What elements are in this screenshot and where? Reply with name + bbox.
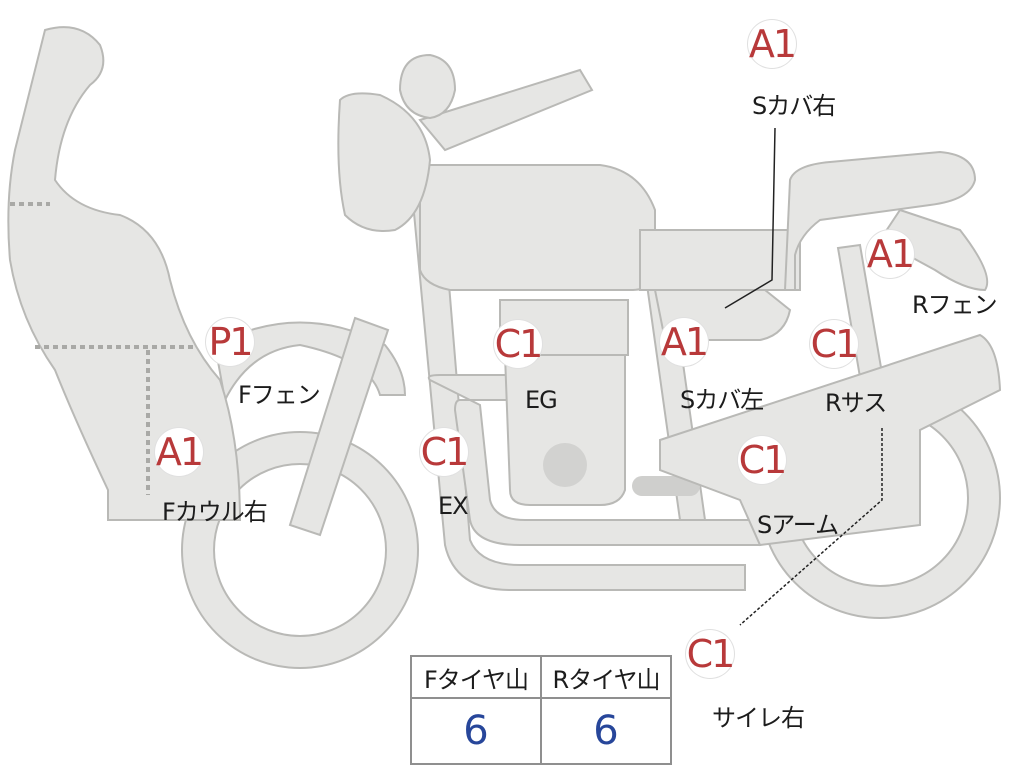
label-r-suspension: Rサス xyxy=(825,389,887,417)
header-rear-tire-tread: Rタイヤ山 xyxy=(542,657,670,699)
label-swing-arm: Sアーム xyxy=(757,511,839,539)
grade-badge-r-fender: A1 xyxy=(866,230,915,278)
label-engine: EG xyxy=(525,386,558,414)
tire-tread-table: Fタイヤ山 Rタイヤ山 6 6 xyxy=(410,655,672,765)
handlebar-shape xyxy=(418,68,594,152)
label-s-cover-right: Sカバ右 xyxy=(752,92,836,120)
swing-arm-shape xyxy=(659,333,1002,547)
grade-badge-s-cover-left: A1 xyxy=(660,318,709,366)
headlight-shape xyxy=(337,92,432,232)
label-exhaust: EX xyxy=(438,492,469,520)
value-rear-tire-tread: 6 xyxy=(593,708,619,754)
grade-badge-exhaust: C1 xyxy=(420,428,469,476)
exhaust-shape xyxy=(427,374,761,546)
grade-badge-swing-arm: C1 xyxy=(738,436,787,484)
mirror-shape xyxy=(398,53,457,120)
frame-down-tube xyxy=(408,168,746,591)
seat-shape xyxy=(783,150,977,291)
front-wheel xyxy=(181,431,419,669)
grade-badge-r-suspension: C1 xyxy=(810,320,859,368)
grade-badge-s-cover-right: A1 xyxy=(748,20,797,68)
label-silencer-right: サイレ右 xyxy=(712,704,805,732)
front-fork-shape xyxy=(288,316,390,537)
engine-block-shape xyxy=(503,354,626,506)
rear-fender-shape xyxy=(878,208,989,292)
label-s-cover-left: Sカバ左 xyxy=(680,386,764,414)
label-f-fender: Fフェン xyxy=(238,381,321,409)
fuel-tank-shape xyxy=(419,164,656,291)
seat-base-shape xyxy=(639,229,801,291)
grade-badge-f-cowl-right: A1 xyxy=(155,428,204,476)
grade-badge-engine: C1 xyxy=(494,320,543,368)
grade-badge-f-fender: P1 xyxy=(206,318,254,366)
label-f-cowl-right: Fカウル右 xyxy=(162,498,268,526)
front-cowl-shape xyxy=(7,26,242,521)
label-r-fender: Rフェン xyxy=(912,291,998,319)
value-front-tire-tread: 6 xyxy=(412,699,542,763)
header-front-tire-tread: Fタイヤ山 xyxy=(412,657,542,699)
grade-badge-silencer-right: C1 xyxy=(686,630,735,678)
